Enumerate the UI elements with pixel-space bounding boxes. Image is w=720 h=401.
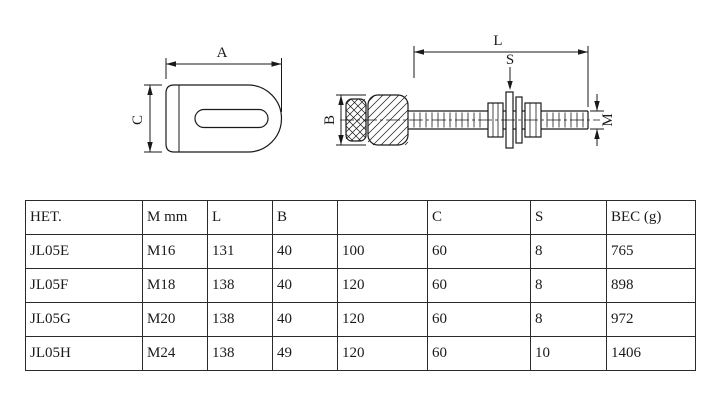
spec-table-body: JL05E M16 131 40 100 60 8 765 JL05F M18 …: [25, 234, 696, 371]
cell-m: M16: [142, 234, 208, 269]
dimension-S: [507, 67, 513, 90]
table-row: JL05G M20 138 40 120 60 8 972: [25, 302, 696, 337]
cell-l: 138: [207, 336, 273, 371]
cell-l: 138: [207, 268, 273, 303]
arrowhead: [166, 61, 176, 67]
dim-label-l: L: [493, 33, 502, 49]
col-header-c: C: [427, 200, 531, 235]
hatch-lines: [345, 98, 367, 142]
dimension-L: [413, 46, 589, 107]
cell-m: M20: [142, 302, 208, 337]
arrowhead: [507, 81, 513, 90]
cell-model: JL05E: [25, 234, 143, 269]
arrowhead: [271, 61, 282, 67]
cell-weight: 972: [606, 302, 696, 337]
cell-b: 40: [272, 234, 338, 269]
hatch-lines: [367, 94, 409, 146]
col-header-l: L: [207, 200, 273, 235]
clevis-outline: [165, 84, 283, 153]
dim-label-b: B: [322, 115, 338, 125]
bolt-eye-section: [345, 98, 367, 142]
cell-blank: 100: [337, 234, 428, 269]
cell-model: JL05F: [25, 268, 143, 303]
cell-weight: 898: [606, 268, 696, 303]
cell-model: JL05G: [25, 302, 143, 337]
dim-label-s: S: [506, 52, 514, 68]
cell-s: 8: [530, 268, 607, 303]
cell-blank: 120: [337, 268, 428, 303]
dimension-M: [590, 94, 604, 146]
spec-table: HET. M mm L B C S BEC (g) JL05E M16 131 …: [25, 200, 696, 371]
table-header-row: HET. M mm L B C S BEC (g): [25, 200, 696, 235]
col-header-m: M mm: [142, 200, 208, 235]
cell-b: 40: [272, 268, 338, 303]
dimension-C: [144, 84, 162, 153]
cell-blank: 120: [337, 302, 428, 337]
dim-label-c: C: [130, 115, 146, 125]
arrowhead: [594, 129, 600, 139]
arrowhead: [578, 49, 588, 55]
cell-b: 49: [272, 336, 338, 371]
table-row: JL05E M16 131 40 100 60 8 765: [25, 234, 696, 269]
col-header-blank: [337, 200, 428, 235]
arrowhead: [414, 49, 424, 55]
cell-blank: 120: [337, 336, 428, 371]
arrowhead: [147, 85, 153, 95]
spec-table-header: HET. M mm L B C S BEC (g): [25, 200, 696, 235]
arrowhead: [147, 142, 153, 152]
cell-c: 60: [427, 302, 531, 337]
arrowhead: [338, 95, 344, 105]
cell-model: JL05H: [25, 336, 143, 371]
cell-weight: 1406: [606, 336, 696, 371]
arrowhead: [338, 135, 344, 145]
cell-b: 40: [272, 302, 338, 337]
cell-l: 131: [207, 234, 273, 269]
cell-m: M18: [142, 268, 208, 303]
arrowhead: [594, 101, 600, 111]
cell-weight: 765: [606, 234, 696, 269]
col-header-s: S: [530, 200, 607, 235]
dimension-A: [165, 58, 282, 112]
clevis-slot: [194, 108, 269, 129]
technical-drawing: A C L S B M: [130, 33, 616, 153]
dim-label-a: A: [217, 45, 228, 61]
cell-m: M24: [142, 336, 208, 371]
col-header-bec: BEC (g): [606, 200, 696, 235]
table-row: JL05H M24 138 49 120 60 10 1406: [25, 336, 696, 371]
table-row: JL05F M18 138 40 120 60 8 898: [25, 268, 696, 303]
cell-s: 8: [530, 302, 607, 337]
cell-l: 138: [207, 302, 273, 337]
cell-c: 60: [427, 336, 531, 371]
cell-c: 60: [427, 268, 531, 303]
cell-c: 60: [427, 234, 531, 269]
col-header-b: B: [272, 200, 338, 235]
dim-label-m: M: [600, 113, 616, 126]
cell-s: 8: [530, 234, 607, 269]
cell-s: 10: [530, 336, 607, 371]
col-header-het: HET.: [25, 200, 143, 235]
